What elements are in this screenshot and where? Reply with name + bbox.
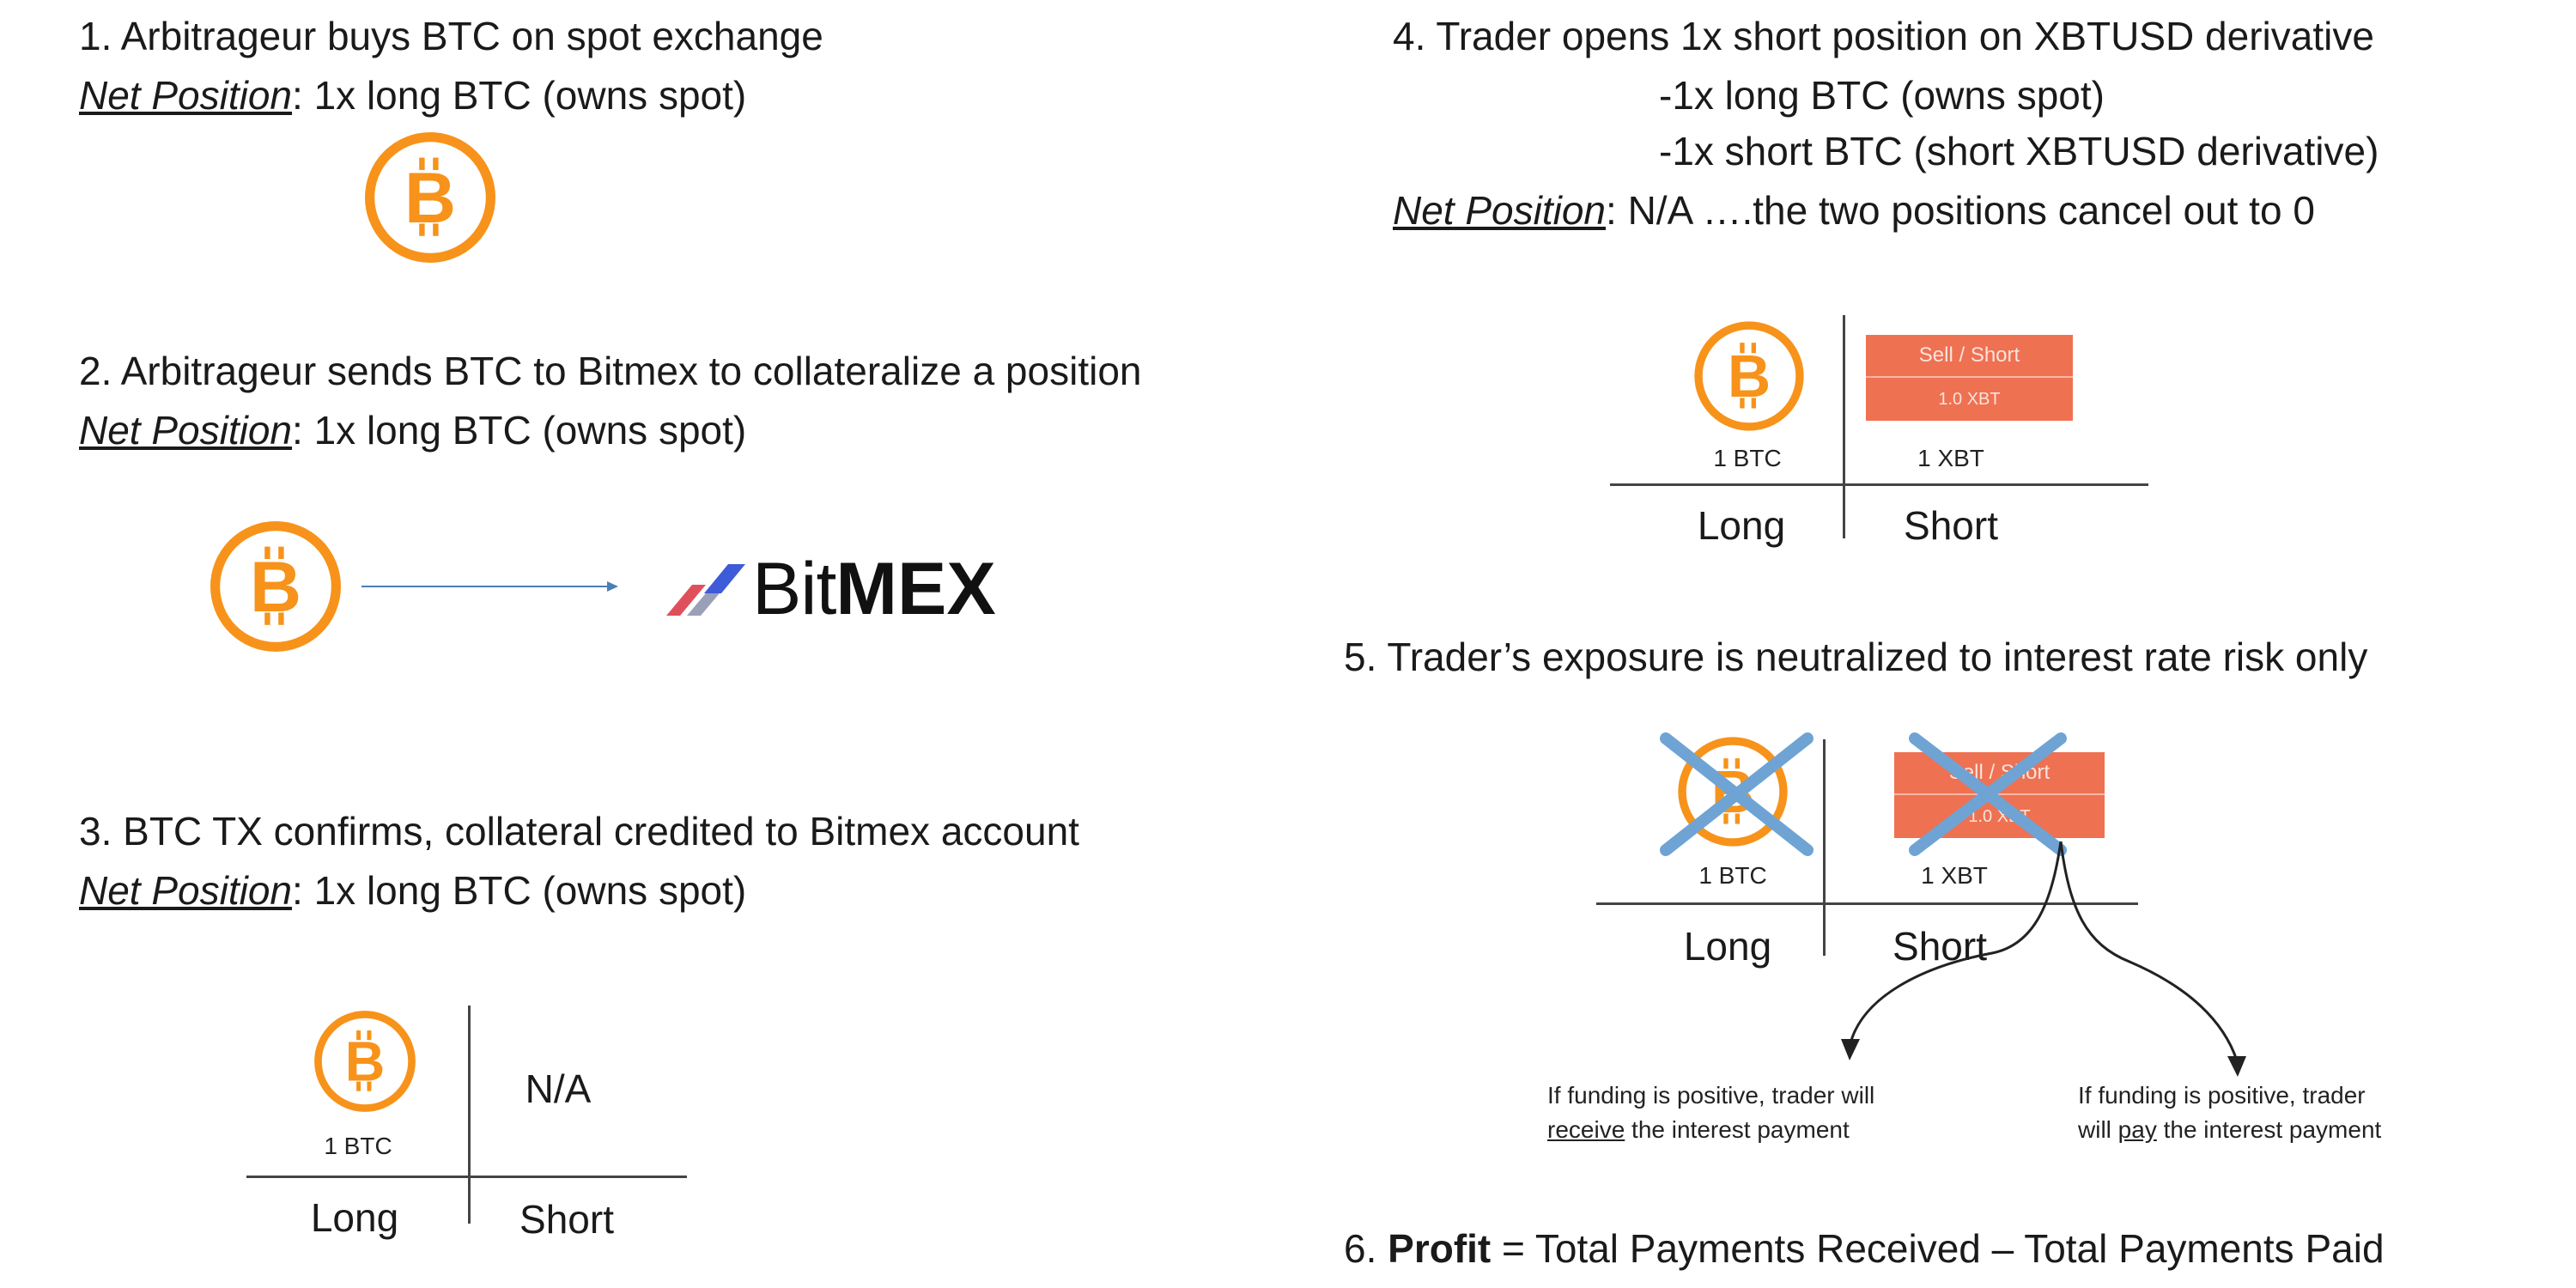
net-position-value: : 1x long BTC (owns spot) (292, 408, 747, 453)
step6-number: 6. (1344, 1226, 1388, 1271)
pay-emphasis: pay (2117, 1116, 2157, 1143)
arrow-pay (2059, 841, 2239, 1061)
step1-title: 1. Arbitrageur buys BTC on spot exchange (79, 14, 823, 58)
btc-amount-label: 1 BTC (324, 1133, 392, 1159)
xbt-amount-label: 1 XBT (1921, 862, 1988, 889)
bitmex-mark-icon (666, 564, 745, 616)
long-header: Long (1683, 924, 1772, 969)
step4-short-line: -1x short BTC (short XBTUSD derivative) (1659, 129, 2379, 173)
step4-long-line: -1x long BTC (owns spot) (1659, 73, 2105, 118)
step2-title: 2. Arbitrageur sends BTC to Bitmex to co… (79, 349, 1142, 393)
net-position-value: : 1x long BTC (owns spot) (292, 868, 747, 913)
bitmex-logo-text-bit: Bit (752, 547, 836, 630)
short-header: Short (519, 1197, 614, 1242)
net-position-label: Net Position (79, 408, 293, 453)
step6-profit: 6. Profit = Total Payments Received – To… (1344, 1224, 2385, 1273)
arrow-right-icon (361, 581, 618, 592)
net-position-value: : N/A ….the two positions cancel out to … (1606, 188, 2315, 233)
long-header: Long (310, 1195, 399, 1240)
sell-short-order: Sell / Short 1.0 XBT (1894, 752, 2105, 838)
arrow-receive (1849, 841, 2063, 1044)
net-position-label: Net Position (79, 868, 293, 913)
table-divider-horizontal (1596, 902, 2138, 905)
cross-out-icons (1660, 732, 2067, 856)
bitcoin-icon (312, 1008, 418, 1115)
net-position-label: Net Position (1393, 188, 1607, 233)
pay-note-line1: If funding is positive, trader (2078, 1082, 2366, 1109)
pay-note-pre: will (2078, 1116, 2118, 1143)
xbt-amount-label: 1 XBT (1917, 445, 1984, 471)
step2-net-position: Net Position: 1x long BTC (owns spot) (79, 406, 746, 454)
net-position-value: : 1x long BTC (owns spot) (292, 73, 747, 118)
step4-net-position: Net Position: N/A ….the two positions ca… (1393, 186, 2315, 234)
receive-note-line1: If funding is positive, trader will (1547, 1082, 1875, 1109)
sell-amount: 1.0 XBT (1938, 389, 2001, 409)
bitcoin-icon (361, 129, 499, 266)
step1-net-position: Net Position: 1x long BTC (owns spot) (79, 71, 746, 119)
bitcoin-icon (207, 518, 344, 655)
receive-note: If funding is positive, trader will rece… (1547, 1078, 1874, 1147)
receive-emphasis: receive (1547, 1116, 1625, 1143)
step4-title: 4. Trader opens 1x short position on XBT… (1393, 14, 2374, 58)
short-value: N/A (525, 1066, 592, 1111)
table-divider-vertical (1843, 315, 1845, 538)
short-header: Short (1904, 503, 1998, 548)
step3-net-position: Net Position: 1x long BTC (owns spot) (79, 866, 746, 914)
profit-label: Profit (1388, 1226, 1492, 1271)
bitmex-logo-text-mex: MEX (835, 547, 996, 630)
short-header: Short (1893, 924, 1987, 969)
step5-title: 5. Trader’s exposure is neutralized to i… (1344, 635, 2368, 679)
btc-amount-label: 1 BTC (1713, 445, 1782, 471)
table-divider-horizontal (1610, 483, 2148, 486)
profit-formula: = Total Payments Received – Total Paymen… (1491, 1226, 2385, 1271)
table-divider-horizontal (246, 1176, 687, 1178)
pay-note: If funding is positive, trader will pay … (2078, 1078, 2381, 1147)
long-header: Long (1697, 503, 1786, 548)
table-divider-vertical (468, 1005, 471, 1224)
bitcoin-icon (1692, 319, 1807, 434)
funding-arrows (1841, 841, 2246, 1077)
btc-amount-label: 1 BTC (1698, 862, 1767, 889)
receive-note-line2: receive the interest payment (1547, 1113, 1874, 1147)
table-divider-vertical (1823, 739, 1826, 956)
pay-note-line2: will pay the interest payment (2078, 1113, 2381, 1147)
receive-note-rest: the interest payment (1625, 1116, 1850, 1143)
step3-title: 3. BTC TX confirms, collateral credited … (79, 809, 1079, 854)
sell-short-label: Sell / Short (1866, 335, 2073, 378)
net-position-label: Net Position (79, 73, 293, 118)
pay-note-rest: the interest payment (2156, 1116, 2382, 1143)
sell-short-order: Sell / Short 1.0 XBT (1866, 335, 2073, 421)
